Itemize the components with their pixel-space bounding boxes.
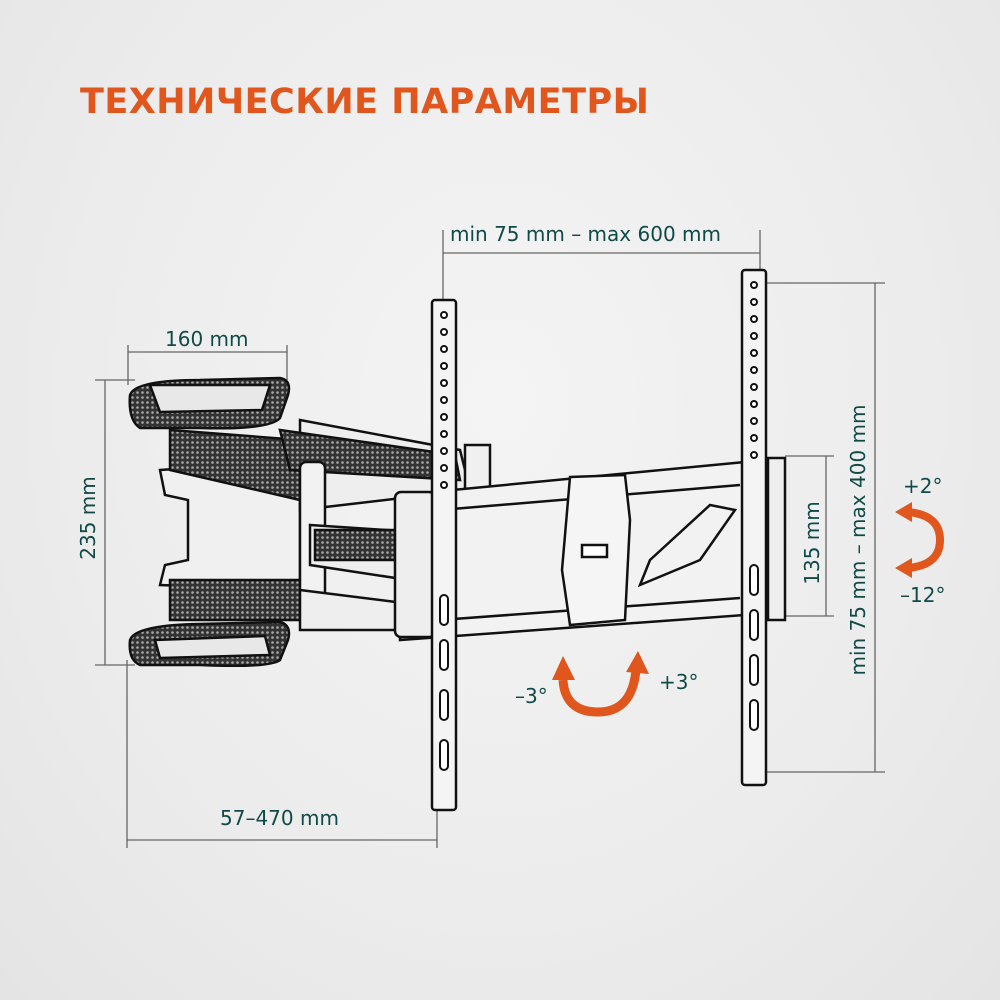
wall-plate xyxy=(128,376,302,668)
bracket-holes xyxy=(439,281,759,771)
tv-brackets xyxy=(430,268,768,812)
swivel-arrow-icon xyxy=(558,669,641,717)
vesa-width-label: min 75 mm – max 600 mm xyxy=(450,222,721,246)
tilt-down-label: –12° xyxy=(900,583,946,607)
tilt-up-label: +2° xyxy=(903,474,943,498)
page-title: ТЕХНИЧЕСКИЕ ПАРАМЕТРЫ xyxy=(80,82,650,122)
dimension-lines xyxy=(95,230,885,848)
wall-plate-height-label: 235 mm xyxy=(76,476,100,560)
horizontal-rail xyxy=(393,456,787,642)
extension-label: 57–470 mm xyxy=(220,806,339,830)
swivel-arrowheads-icon xyxy=(552,651,649,680)
tilt-arrow-icon xyxy=(907,508,945,572)
swivel-left-label: –3° xyxy=(515,684,548,708)
swivel-right-label: +3° xyxy=(659,670,699,694)
vesa-height-label: min 75 mm – max 400 mm xyxy=(846,404,870,676)
wall-plate-width-label: 160 mm xyxy=(165,327,249,351)
tilt-arrowheads-icon xyxy=(895,502,912,578)
bracket-height-label: 135 mm xyxy=(800,501,824,585)
